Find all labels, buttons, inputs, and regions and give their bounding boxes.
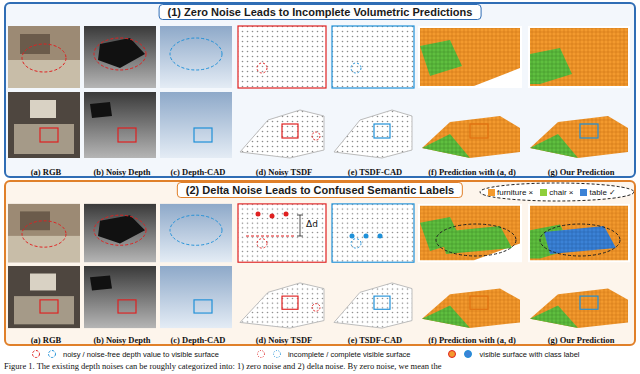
image-panel: (e) TSDF-CAD [332, 204, 418, 346]
sub-caption: (d) Noisy TSDF [238, 167, 330, 178]
legend-swatch [540, 189, 547, 196]
illustration-circle [270, 214, 275, 219]
sub-caption: (g) Our Prediction [528, 167, 634, 178]
illustration-circle [378, 234, 383, 239]
image-panel: (f) Prediction with (a, d) [418, 26, 526, 178]
legend-item: visible surface with class label [446, 349, 579, 359]
image-panel: (f) Prediction with (a, d) [418, 204, 526, 346]
legend-text: noisy / noise-free depth value to visibl… [63, 350, 219, 359]
illustration-rect [4, 180, 636, 346]
panel-frame: (1) Zero Noise Leads to Incomplete Volum… [4, 2, 636, 178]
image-panel: (g) Our Prediction [528, 204, 634, 346]
sub-caption: (d) Noisy TSDF [238, 335, 330, 346]
illustration-ellipse [436, 224, 516, 256]
sub-caption: (e) TSDF-CAD [332, 167, 418, 178]
sub-caption: (c) Depth-CAD [162, 335, 234, 346]
image-panel: (c) Depth-CAD [162, 204, 234, 346]
legend-swatch [488, 189, 495, 196]
illustration-line [246, 236, 296, 237]
panel-heading: (2) Delta Noise Leads to Confused Semant… [177, 182, 463, 198]
sub-caption: (b) Noisy Depth [86, 167, 158, 178]
legend-sample [30, 349, 60, 359]
illustration-use [8, 26, 630, 158]
illustration-line [297, 236, 303, 237]
legend-sample [446, 349, 476, 359]
image-panel: (b) Noisy Depth [86, 26, 158, 178]
illustration-line [300, 215, 301, 236]
sub-caption: (f) Prediction with (a, d) [418, 335, 526, 346]
panel-frame: (2) Delta Noise Leads to Confused Semant… [4, 180, 636, 346]
image-panel: (b) Noisy Depth [86, 204, 158, 346]
sample-circle [273, 351, 280, 358]
sub-caption: (b) Noisy Depth [86, 335, 158, 346]
image-panel: (a) RGB [10, 204, 82, 346]
sub-caption: (c) Depth-CAD [162, 167, 234, 178]
sub-caption: (g) Our Prediction [528, 335, 634, 346]
legend-item: incomplete / complete visible surface [255, 349, 411, 359]
illustration-circle [350, 234, 355, 239]
legend-item: furniture × [488, 188, 533, 197]
illustration-ellipse [540, 224, 620, 256]
delta-label: Δd [305, 219, 319, 229]
sub-caption: (a) RGB [10, 335, 82, 346]
legend-item: table ✓ [580, 188, 616, 197]
sample-circle [49, 351, 56, 358]
legend-sample [255, 349, 285, 359]
legend-text: incomplete / complete visible surface [288, 350, 411, 359]
image-panel: (d) Noisy TSDF [238, 26, 330, 178]
sample-circle [257, 351, 264, 358]
legend-text: visible surface with class label [479, 350, 579, 359]
illustration-line [297, 215, 303, 216]
legend-text: chair × [549, 188, 573, 197]
symbol-legend: noisy / noise-free depth value to visibl… [30, 348, 630, 360]
class-legend: furniture × chair × table ✓ [488, 186, 616, 198]
sample-circle [449, 351, 456, 358]
illustration-path [544, 226, 616, 254]
illustration-rect [4, 2, 636, 178]
image-panel: (g) Our Prediction [528, 26, 634, 178]
legend-swatch [580, 189, 587, 196]
illustration-path [440, 226, 512, 254]
illustration-ellipse [480, 183, 634, 201]
image-panel: (c) Depth-CAD [162, 26, 234, 178]
illustration-circle [284, 212, 289, 217]
image-panel: (e) TSDF-CAD [332, 26, 418, 178]
sample-circle [33, 351, 40, 358]
sub-caption: (f) Prediction with (a, d) [418, 167, 526, 178]
sub-caption: (a) RGB [10, 167, 82, 178]
illustration-circle [364, 234, 369, 239]
image-panel: (a) RGB [10, 26, 82, 178]
illustration-use [8, 204, 630, 328]
legend-item: noisy / noise-free depth value to visibl… [30, 349, 219, 359]
legend-text: table ✓ [589, 188, 616, 197]
panel-heading: (1) Zero Noise Leads to Incomplete Volum… [159, 4, 482, 20]
figure-caption: Figure 1. The existing depth noises can … [4, 361, 636, 372]
legend-text: furniture × [497, 188, 533, 197]
illustration-circle [256, 212, 261, 217]
sample-circle [465, 351, 472, 358]
sub-caption: (e) TSDF-CAD [332, 335, 418, 346]
legend-item: chair × [540, 188, 573, 197]
